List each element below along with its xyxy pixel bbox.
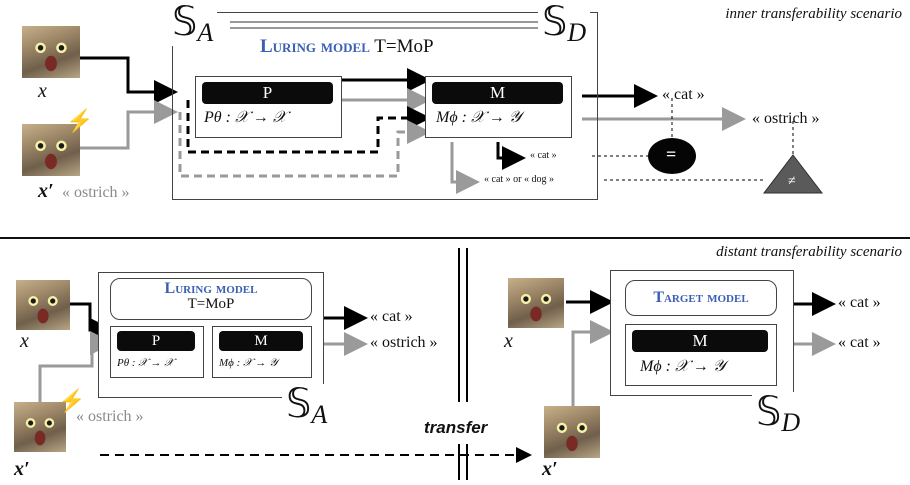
- top-p-box: P Pθ : 𝒳 → 𝒳: [195, 76, 342, 138]
- bottom-luring-header: Luring model T=MoP: [110, 278, 312, 320]
- target-m-label: M: [632, 330, 768, 352]
- bottom-m-box: M Mϕ : 𝒳 → 𝒴: [212, 326, 312, 378]
- bottom-xprime-label: x′: [14, 458, 30, 480]
- top-x-image: [22, 26, 80, 78]
- right-out1: « cat »: [838, 294, 881, 311]
- target-m-box: M Mϕ : 𝒳 → 𝒴: [625, 324, 777, 386]
- bottom-sd-symbol: 𝕊D: [752, 392, 805, 436]
- top-luring-frame: [172, 12, 598, 200]
- top-x-arrow: [80, 56, 178, 104]
- notequal-triangle: [762, 154, 824, 194]
- top-small-catdog: « cat » or « dog »: [484, 174, 554, 185]
- bottom-m-label: M: [219, 331, 303, 351]
- top-xprime-label: x′: [38, 180, 54, 202]
- right-x-image: [508, 278, 564, 328]
- bottom-p-label: P: [117, 331, 195, 351]
- right-xprime-image: [544, 406, 600, 458]
- bottom-p-formula: Pθ : 𝒳 → 𝒳: [117, 357, 174, 369]
- top-bypass-black: [186, 100, 431, 154]
- target-header: Target model: [625, 280, 777, 316]
- bottom-attack-bolt-icon: ⚡: [58, 388, 86, 413]
- bottom-xprime-arrow: [38, 331, 114, 402]
- top-small-cat-arrow: [496, 142, 526, 170]
- top-out-ostrich: « ostrich »: [752, 110, 820, 127]
- top-attack-bolt-icon: ⚡: [66, 108, 94, 133]
- equal-sign: =: [666, 144, 677, 164]
- bottom-x-image: [16, 280, 70, 330]
- top-xprime-image: [22, 124, 80, 176]
- bottom-m-formula: Mϕ : 𝒳 → 𝒴: [219, 357, 278, 369]
- bottom-scenario-title: distant transferability scenario: [716, 244, 902, 260]
- top-xprime-arrow: [80, 100, 178, 150]
- top-sa-symbol: 𝕊A: [168, 2, 218, 46]
- right-xprime-label: x′: [542, 458, 558, 480]
- notequal-sign: ≠: [788, 174, 796, 189]
- bottom-sa-symbol: 𝕊A: [282, 384, 332, 428]
- right-xprime-arrow: [571, 320, 614, 406]
- target-m-formula: Mϕ : 𝒳 → 𝒴: [640, 358, 726, 375]
- top-xprime-caption: « ostrich »: [62, 184, 130, 201]
- top-luring-formula: T=MoP: [374, 36, 434, 57]
- top-bypass-gray: [178, 112, 431, 178]
- bottom-xprime-image: [14, 402, 66, 452]
- right-out2: « cat »: [838, 334, 881, 351]
- top-small-catdog-arrow: [450, 142, 480, 194]
- bottom-x-label: x: [20, 330, 29, 352]
- bottom-out-ostrich: « ostrich »: [370, 334, 438, 351]
- bottom-luring-formula: T=MoP: [187, 296, 235, 312]
- transfer-label: transfer: [424, 418, 488, 437]
- target-label: Target model: [653, 289, 749, 306]
- top-m-formula: Mϕ : 𝒳 → 𝒴: [436, 109, 522, 126]
- top-luring-title: Luring model T=MoP: [260, 36, 434, 58]
- bottom-luring-label: Luring model: [164, 280, 258, 297]
- top-p-formula: Pθ : 𝒳 → 𝒳: [204, 109, 287, 126]
- top-scenario-title: inner transferability scenario: [725, 6, 902, 22]
- bottom-out-cat: « cat »: [370, 308, 413, 325]
- top-p-label: P: [202, 82, 333, 104]
- top-out-cat: « cat »: [662, 86, 705, 103]
- equal-circle: [648, 138, 696, 174]
- bottom-p-box: P Pθ : 𝒳 → 𝒳: [110, 326, 204, 378]
- top-x-label: x: [38, 80, 47, 102]
- bottom-xprime-caption: « ostrich »: [76, 408, 144, 425]
- top-m-label: M: [432, 82, 563, 104]
- top-sd-symbol: 𝕊D: [538, 2, 591, 46]
- right-x-label: x: [504, 330, 513, 352]
- top-m-box: M Mϕ : 𝒳 → 𝒴: [425, 76, 572, 138]
- top-small-cat: « cat »: [530, 150, 557, 161]
- top-luring-label: Luring model: [260, 36, 370, 57]
